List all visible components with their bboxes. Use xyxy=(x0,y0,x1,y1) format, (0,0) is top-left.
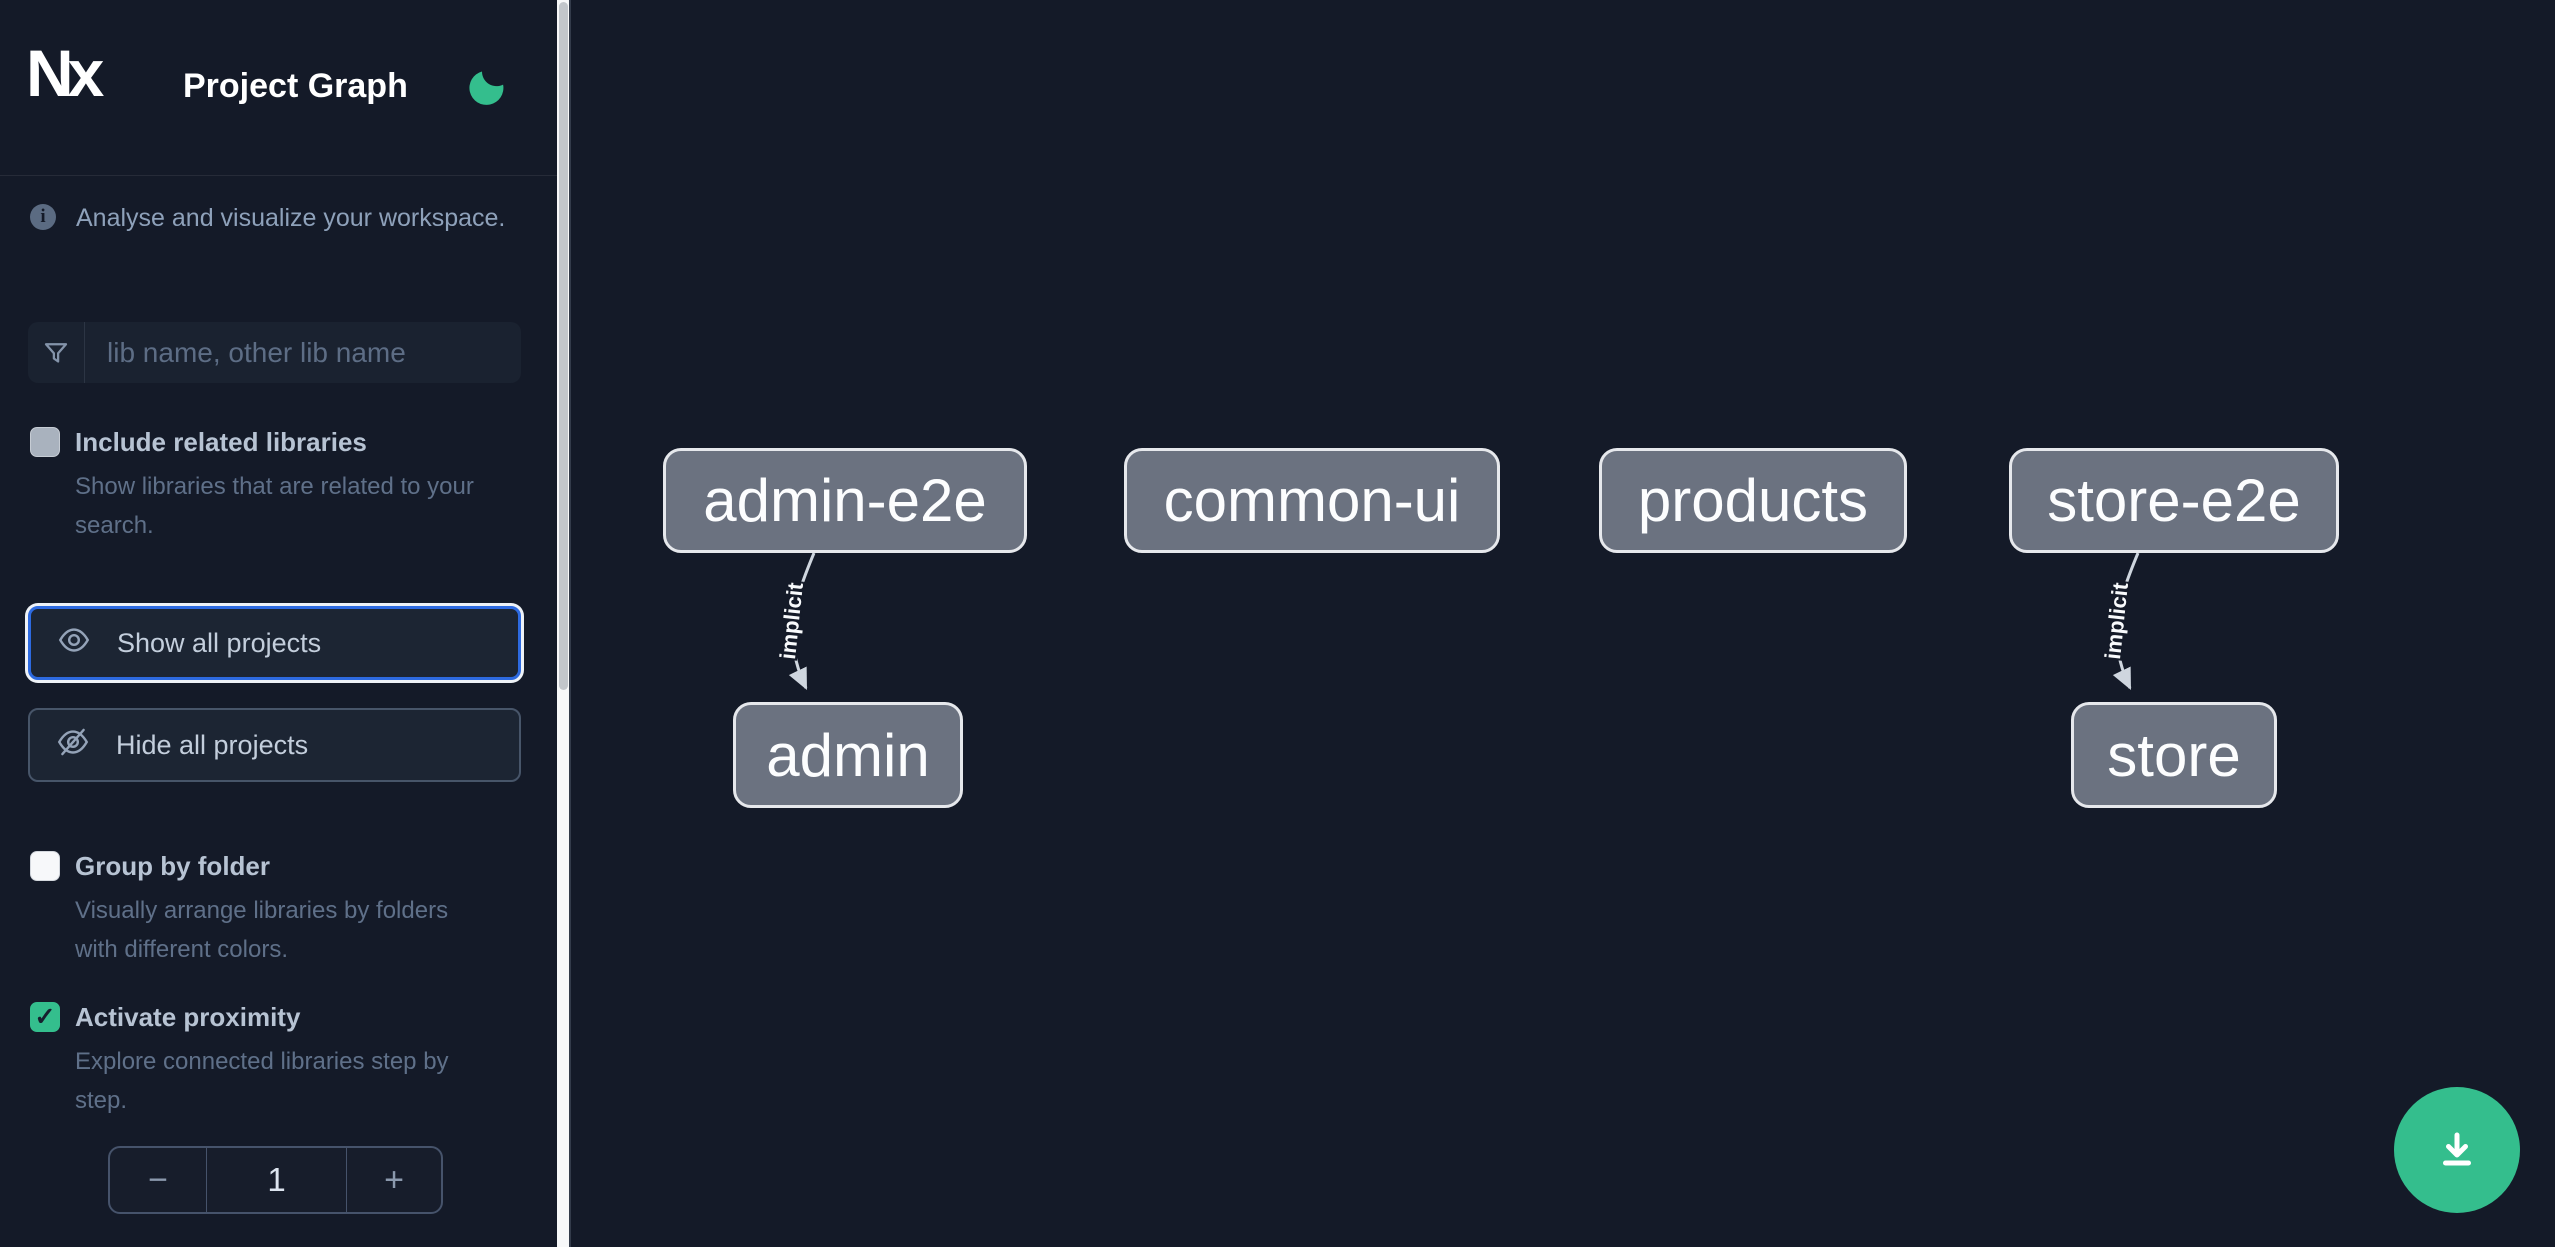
search-input[interactable] xyxy=(85,322,521,383)
sidebar-header: Nx Project Graph xyxy=(0,0,557,176)
activate-proximity-option: ✓ Activate proximity Explore connected l… xyxy=(30,1000,530,1120)
eye-slash-icon xyxy=(56,725,90,766)
nx-logo: Nx xyxy=(26,36,104,110)
include-related-description: Show libraries that are related to your … xyxy=(75,473,474,539)
decrement-button[interactable]: − xyxy=(110,1148,207,1212)
activate-proximity-description: Explore connected libraries step by step… xyxy=(75,1048,449,1114)
show-all-projects-label: Show all projects xyxy=(117,627,322,658)
graph-node-admin-e2e[interactable]: admin-e2e xyxy=(663,448,1027,553)
include-related-checkbox[interactable] xyxy=(30,427,60,457)
download-icon xyxy=(2431,1123,2483,1178)
sidebar-scrollbar[interactable] xyxy=(557,0,571,1247)
proximity-depth-stepper: − 1 + xyxy=(108,1146,443,1214)
info-icon: i xyxy=(30,204,56,230)
graph-node-store-e2e[interactable]: store-e2e xyxy=(2009,448,2339,553)
moon-icon xyxy=(466,70,506,110)
group-by-folder-checkbox[interactable] xyxy=(30,851,60,881)
graph-canvas[interactable] xyxy=(573,0,2555,1247)
depth-value: 1 xyxy=(267,1161,286,1198)
hide-all-projects-button[interactable]: Hide all projects xyxy=(28,708,521,782)
hide-all-projects-label: Hide all projects xyxy=(116,729,309,760)
filter-funnel-icon xyxy=(28,322,85,383)
theme-toggle-button[interactable] xyxy=(462,64,510,112)
include-related-option: Include related libraries Show libraries… xyxy=(30,425,530,545)
workspace-info: i Analyse and visualize your workspace. xyxy=(30,202,530,234)
group-by-folder-option: Group by folder Visually arrange librari… xyxy=(30,849,530,969)
search-box xyxy=(28,322,521,383)
show-all-projects-button[interactable]: Show all projects xyxy=(28,606,521,680)
eye-icon xyxy=(57,623,91,664)
activate-proximity-checkbox[interactable]: ✓ xyxy=(30,1002,60,1032)
activate-proximity-label[interactable]: Activate proximity xyxy=(75,1002,301,1032)
page-title: Project Graph xyxy=(183,67,408,105)
group-by-folder-label[interactable]: Group by folder xyxy=(75,851,270,881)
group-by-folder-description: Visually arrange libraries by folders wi… xyxy=(75,897,449,963)
info-text: Analyse and visualize your workspace. xyxy=(76,204,506,232)
graph-node-products[interactable]: products xyxy=(1599,448,1907,553)
download-button[interactable] xyxy=(2394,1087,2520,1213)
sidebar-scrollbar-thumb[interactable] xyxy=(559,2,568,690)
graph-node-admin[interactable]: admin xyxy=(733,702,963,808)
include-related-label[interactable]: Include related libraries xyxy=(75,427,367,457)
graph-node-common-ui[interactable]: common-ui xyxy=(1124,448,1500,553)
increment-button[interactable]: + xyxy=(346,1148,441,1212)
sidebar: Nx Project Graph i Analyse and visualize… xyxy=(0,0,557,1247)
graph-node-store[interactable]: store xyxy=(2071,702,2277,808)
